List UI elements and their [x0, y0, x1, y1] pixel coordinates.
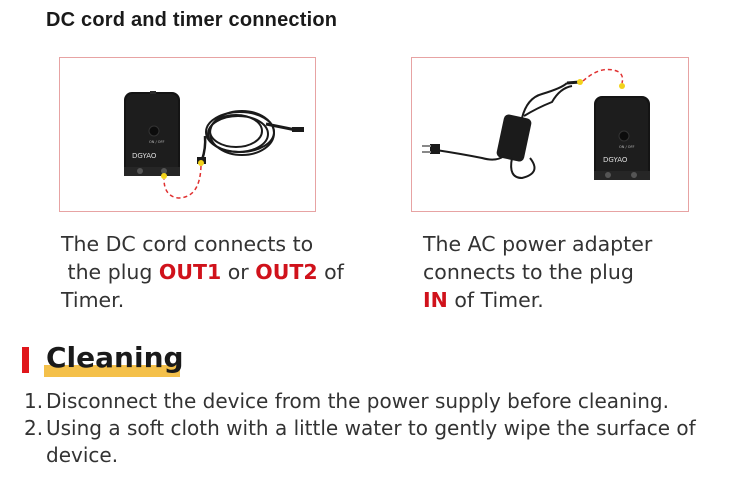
- cleaning-instructions: 1. Disconnect the device from the power …: [24, 388, 734, 469]
- caption-line: Timer.: [61, 288, 125, 312]
- connector-dot: [577, 79, 583, 85]
- switch-label: ON / OFF: [619, 145, 635, 149]
- connector-dot: [161, 173, 167, 179]
- out1-highlight: OUT1: [158, 260, 222, 284]
- switch-label: ON / OFF: [149, 140, 165, 144]
- in-highlight: IN: [423, 288, 448, 312]
- dashed-connection-line: [582, 68, 624, 84]
- title-underline: [44, 365, 180, 377]
- timer-device: DGYAO ON / OFF: [594, 96, 650, 180]
- wall-plug-icon: [422, 144, 440, 154]
- caption-line: The AC power adapter: [423, 232, 653, 256]
- caption-line: connects to the plug: [423, 260, 634, 284]
- dc-cord-image-panel: DGYAO ON / OFF: [59, 57, 316, 212]
- item-text: Disconnect the device from the power sup…: [46, 389, 669, 413]
- ac-adapter-illustration: DGYAO ON / OFF: [422, 68, 650, 180]
- dc-cord: [200, 110, 297, 161]
- connector-dot: [198, 160, 204, 166]
- caption-line: IN of Timer.: [423, 288, 544, 312]
- item-number: 1.: [24, 389, 44, 413]
- dc-plug-end-icon: [292, 127, 304, 132]
- ac-adapter-brick: [496, 114, 532, 162]
- timer-device: DGYAO ON / OFF: [124, 91, 180, 176]
- dashed-connection-line: [163, 165, 202, 199]
- list-item: 2. Using a soft cloth with a little wate…: [24, 415, 734, 469]
- item-number: 2.: [24, 416, 44, 440]
- section-heading: DC cord and timer connection: [46, 9, 338, 31]
- ac-adapter-image-panel: DGYAO ON / OFF: [411, 57, 689, 212]
- list-item: 1. Disconnect the device from the power …: [24, 388, 734, 415]
- device-brand: DGYAO: [603, 156, 628, 164]
- dc-cord-illustration: DGYAO ON / OFF: [124, 91, 304, 199]
- out2-highlight: OUT2: [255, 260, 318, 284]
- caption-line: The DC cord connects to: [61, 232, 314, 256]
- left-caption: The DC cord connects to the plug OUT1 or…: [61, 230, 381, 314]
- section-marker-bar: [22, 347, 29, 373]
- right-caption: The AC power adapter connects to the plu…: [423, 230, 743, 314]
- item-text: Using a soft cloth with a little water t…: [46, 416, 696, 467]
- caption-line: the plug OUT1 or OUT2 of: [67, 260, 344, 284]
- cleaning-title: Cleaning: [46, 341, 184, 374]
- connector-dot: [619, 83, 625, 89]
- device-brand: DGYAO: [132, 152, 157, 160]
